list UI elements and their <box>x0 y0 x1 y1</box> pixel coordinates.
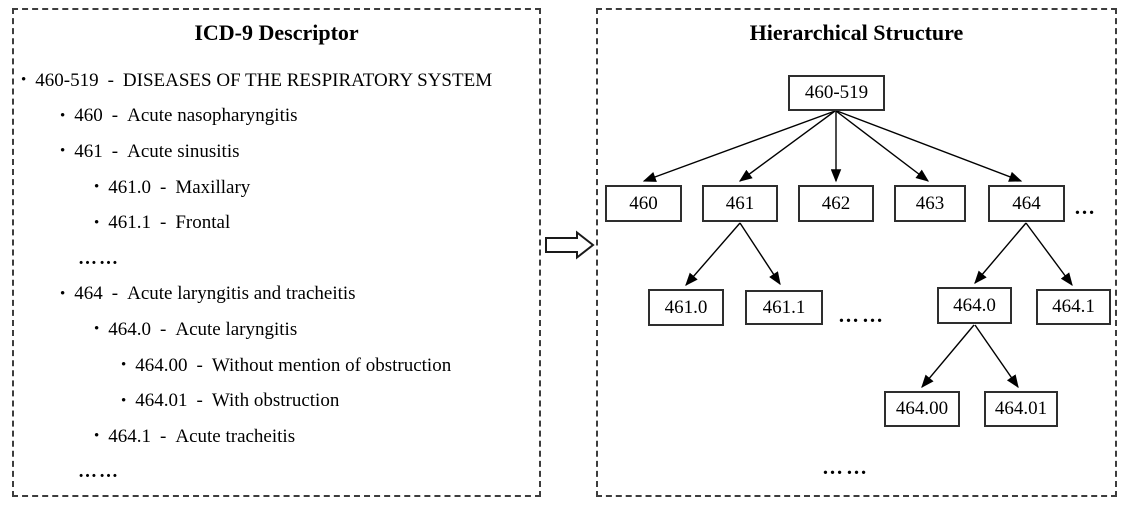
separator: - <box>111 140 119 162</box>
descriptor-ellipsis: …… <box>78 461 120 483</box>
tree-node-464: 464 <box>988 185 1065 222</box>
left-panel-title: ICD-9 Descriptor <box>194 20 359 45</box>
bullet-icon: • <box>60 143 66 160</box>
descriptor-row-461-0: • 461.0 - Maxillary <box>14 170 539 206</box>
hierarchical-structure-panel: Hierarchical Structure 460-5 <box>596 8 1117 497</box>
separator: - <box>160 176 167 198</box>
description-label: Acute laryngitis and tracheitis <box>127 283 356 305</box>
separator: - <box>160 318 167 340</box>
tree-node-464-01: 464.01 <box>984 391 1058 427</box>
separator: - <box>111 283 119 305</box>
tree-ellipsis-bottom: …… <box>822 455 870 479</box>
description-label: Frontal <box>175 212 231 234</box>
code-label: 461.0 <box>108 176 152 198</box>
separator: - <box>196 354 203 376</box>
transform-arrow-icon <box>545 230 595 260</box>
tree-ellipsis-level2: … <box>1074 195 1098 219</box>
code-label: 464.00 <box>135 354 188 376</box>
code-label: 460-519 <box>35 69 99 91</box>
code-label: 461.1 <box>108 212 152 234</box>
description-label: Maxillary <box>175 176 251 198</box>
description-label: Acute sinusitis <box>127 140 240 162</box>
right-panel-title: Hierarchical Structure <box>749 20 964 45</box>
description-label: Acute tracheitis <box>175 425 296 447</box>
descriptor-row-464: • 464 - Acute laryngitis and tracheitis <box>14 277 539 313</box>
tree-node-464-0: 464.0 <box>937 287 1012 324</box>
tree-node-464-1: 464.1 <box>1036 289 1111 325</box>
bullet-icon: • <box>121 357 127 374</box>
bullet-icon: • <box>94 179 100 196</box>
tree-ellipsis-level3: …… <box>838 303 886 327</box>
descriptor-row-461-1: • 461.1 - Frontal <box>14 205 539 241</box>
descriptor-list: • 460-519 - DISEASES OF THE RESPIRATORY … <box>14 63 539 490</box>
separator: - <box>160 212 167 234</box>
separator: - <box>107 69 114 91</box>
tree-node-464-00: 464.00 <box>884 391 960 427</box>
bullet-icon: • <box>94 214 100 231</box>
tree-node-461-1: 461.1 <box>745 290 823 325</box>
descriptor-row-464-01: • 464.01 - With obstruction <box>14 383 539 419</box>
descriptor-row-460-519: • 460-519 - DISEASES OF THE RESPIRATORY … <box>14 63 539 99</box>
tree-node-root: 460-519 <box>788 75 885 111</box>
descriptor-row-461: • 461 - Acute sinusitis <box>14 134 539 170</box>
bullet-icon: • <box>60 107 66 124</box>
description-label: DISEASES OF THE RESPIRATORY SYSTEM <box>122 69 493 91</box>
description-label: Acute laryngitis <box>175 318 298 340</box>
separator: - <box>196 390 203 412</box>
descriptor-row-460: • 460 - Acute nasopharyngitis <box>14 99 539 135</box>
description-label: Without mention of obstruction <box>211 354 452 376</box>
descriptor-ellipsis: …… <box>78 247 120 269</box>
code-label: 464 <box>74 283 103 305</box>
bullet-icon: • <box>94 321 100 338</box>
description-label: Acute nasopharyngitis <box>127 105 298 127</box>
tree-node-462: 462 <box>798 185 874 222</box>
code-label: 464.0 <box>108 318 152 340</box>
separator: - <box>160 425 167 447</box>
bullet-icon: • <box>60 285 66 302</box>
bullet-icon: • <box>94 428 100 445</box>
tree-node-461: 461 <box>702 185 778 222</box>
tree-node-461-0: 461.0 <box>648 289 724 326</box>
code-label: 464.1 <box>108 425 152 447</box>
tree-node-460: 460 <box>605 185 682 222</box>
description-label: With obstruction <box>211 390 340 412</box>
descriptor-row-464-1: • 464.1 - Acute tracheitis <box>14 419 539 455</box>
descriptor-row-464-0: • 464.0 - Acute laryngitis <box>14 312 539 348</box>
separator: - <box>111 105 119 127</box>
tree-node-463: 463 <box>894 185 966 222</box>
code-label: 460 <box>74 105 103 127</box>
descriptor-row-464-00: • 464.00 - Without mention of obstructio… <box>14 348 539 384</box>
icd9-descriptor-panel: ICD-9 Descriptor • 460-519 - DISEASES OF… <box>12 8 541 497</box>
code-label: 464.01 <box>135 390 188 412</box>
bullet-icon: • <box>121 392 127 409</box>
code-label: 461 <box>74 140 103 162</box>
bullet-icon: • <box>21 72 27 89</box>
